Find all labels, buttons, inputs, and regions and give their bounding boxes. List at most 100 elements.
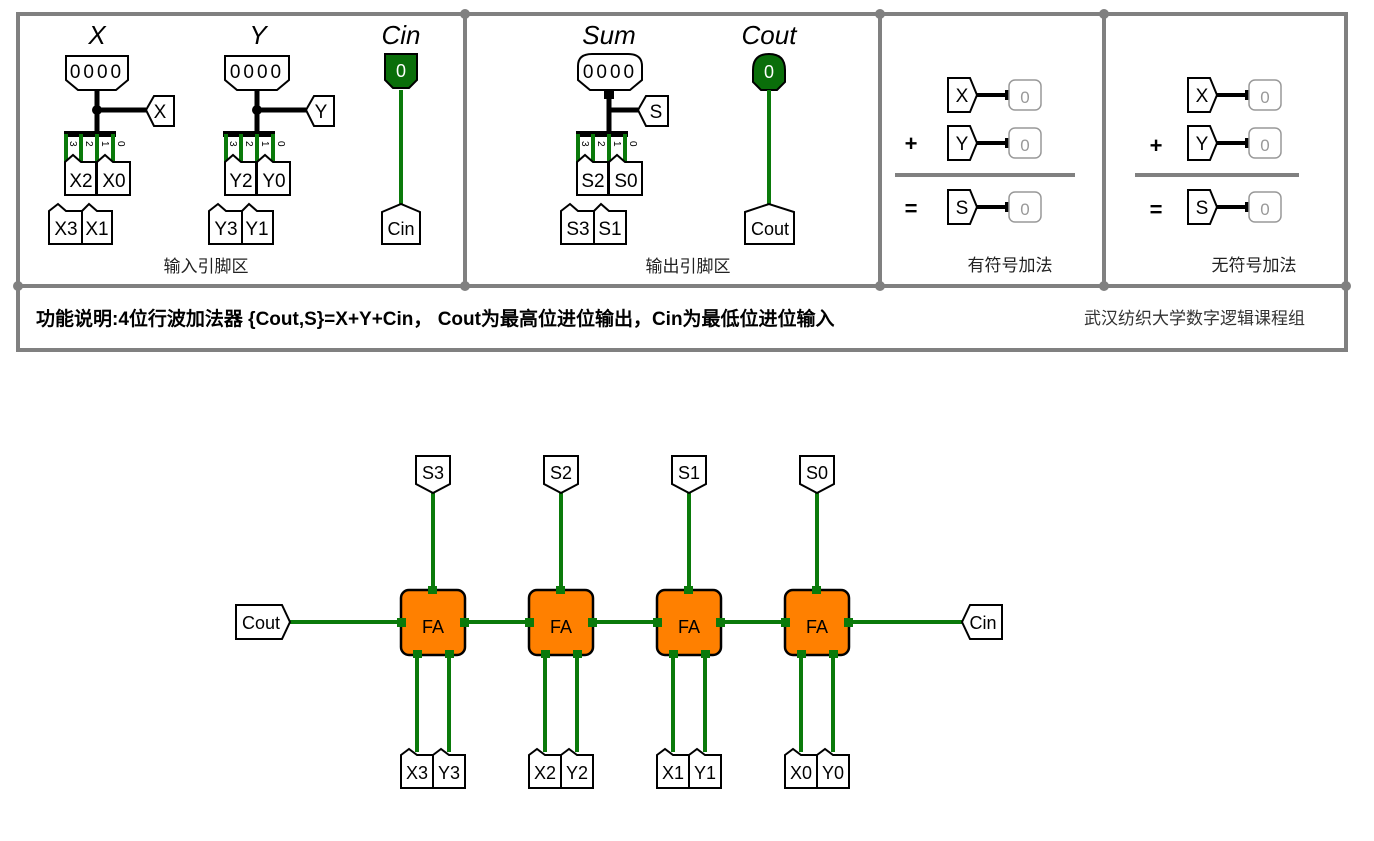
fa2-a-tunnel: X2 xyxy=(534,763,556,783)
signed-y-probe: 0 xyxy=(1020,136,1029,155)
svg-text:S: S xyxy=(956,198,969,219)
svg-text:3: 3 xyxy=(579,141,590,147)
svg-text:Y: Y xyxy=(1196,134,1209,155)
svg-text:S: S xyxy=(650,102,663,123)
unsigned-panel: X 0 + Y 0 = S 0 无符号加法 xyxy=(1135,77,1299,275)
fa2-b-tunnel: Y2 xyxy=(566,763,588,783)
full-adder-2: S2 FA X2 Y2 xyxy=(525,455,597,789)
y-splitter xyxy=(223,90,306,137)
unsigned-x-row: X 0 xyxy=(1187,77,1282,113)
s-bit-index: 3 2 1 0 xyxy=(579,141,638,147)
svg-text:X: X xyxy=(1196,86,1209,107)
fa3-a-tunnel: X3 xyxy=(406,763,428,783)
cin-pin-value: 0 xyxy=(396,61,406,81)
svg-text:X: X xyxy=(956,86,969,107)
input-panel: X Y Cin 0000 0000 X xyxy=(48,20,421,276)
svg-text:2: 2 xyxy=(243,141,254,147)
unsigned-s-row: S 0 xyxy=(1187,189,1282,225)
title-y: Y xyxy=(249,20,268,50)
unsigned-equals: = xyxy=(1150,197,1163,222)
x-splitter xyxy=(64,90,146,137)
cout-output-pin: 0 xyxy=(752,52,786,91)
full-adder-0: S0 FA X0 Y0 xyxy=(781,455,853,789)
fa1-sum-tunnel: S1 xyxy=(678,463,700,483)
signed-x-probe: 0 xyxy=(1020,88,1029,107)
signed-y-row: Y 0 xyxy=(947,125,1042,161)
tunnel-y1: Y1 xyxy=(245,219,268,240)
svg-text:0: 0 xyxy=(627,141,638,147)
y-input-pin[interactable]: 0000 xyxy=(224,55,290,91)
function-description: 功能说明:4位行波加法器 {Cout,S}=X+Y+Cin， Cout为最高位进… xyxy=(36,307,835,330)
svg-text:1: 1 xyxy=(611,141,622,147)
fa0-sum-tunnel: S0 xyxy=(806,463,828,483)
svg-text:3: 3 xyxy=(67,141,78,147)
title-sum: Sum xyxy=(582,20,635,50)
svg-text:2: 2 xyxy=(83,141,94,147)
s-bit-tunnels: S2 S0 S3 S1 xyxy=(560,153,643,245)
ripple-carry-adder: Cout Cin S3 FA X3 Y3 xyxy=(235,455,1003,789)
cout-pin-value: 0 xyxy=(764,62,774,82)
fa1-label: FA xyxy=(678,617,700,637)
fa3-sum-tunnel: S3 xyxy=(422,463,444,483)
s-tunnel: S xyxy=(636,95,669,127)
svg-text:Cin: Cin xyxy=(387,219,414,239)
cout-tunnel: Cout xyxy=(744,202,795,245)
signed-equals: = xyxy=(905,196,918,221)
fa1-a-tunnel: X1 xyxy=(662,763,684,783)
y-pin-value: 0000 xyxy=(230,62,284,83)
x-pin-value: 0000 xyxy=(70,62,124,83)
y-tunnel: Y xyxy=(304,95,335,127)
tunnel-y0: Y0 xyxy=(262,171,285,192)
full-adder-1: S1 FA X1 Y1 xyxy=(653,455,725,789)
tunnel-y3: Y3 xyxy=(214,219,237,240)
frame-joints xyxy=(13,9,1351,291)
fa2-sum-tunnel: S2 xyxy=(550,463,572,483)
svg-text:Y: Y xyxy=(956,134,969,155)
signed-plus: + xyxy=(905,131,918,156)
y-bit-index: 3 2 1 0 xyxy=(227,141,286,147)
tunnel-s3: S3 xyxy=(566,219,589,240)
sum-pin-value: 0000 xyxy=(583,62,637,83)
tunnel-x2: X2 xyxy=(69,171,92,192)
cin-input-pin[interactable]: 0 xyxy=(384,53,418,89)
unsigned-y-row: Y 0 xyxy=(1187,125,1282,161)
svg-text:2: 2 xyxy=(595,141,606,147)
svg-text:0: 0 xyxy=(115,141,126,147)
signed-panel: X 0 + Y 0 = S 0 有符号加法 xyxy=(895,77,1075,275)
signed-s-row: S 0 xyxy=(947,189,1042,225)
course-credit: 武汉纺织大学数字逻辑课程组 xyxy=(1084,309,1305,328)
y-tunnel-label: Y xyxy=(315,102,328,123)
signed-s-probe: 0 xyxy=(1020,200,1029,219)
tunnel-y2: Y2 xyxy=(229,171,252,192)
svg-text:Cout: Cout xyxy=(751,219,789,239)
fa3-b-tunnel: Y3 xyxy=(438,763,460,783)
title-cin: Cin xyxy=(381,20,420,50)
y-bit-tunnels: Y2 Y0 Y3 Y1 xyxy=(208,153,291,245)
input-caption: 输入引脚区 xyxy=(164,257,249,276)
circuit-cin-tunnel: Cin xyxy=(960,604,1003,640)
unsigned-s-probe: 0 xyxy=(1260,200,1269,219)
panel-frame xyxy=(16,12,1348,352)
fa2-label: FA xyxy=(550,617,572,637)
svg-text:1: 1 xyxy=(99,141,110,147)
full-adder-3: S3 FA X3 Y3 xyxy=(397,455,469,789)
fa0-a-tunnel: X0 xyxy=(790,763,812,783)
cin-tunnel: Cin xyxy=(381,202,421,245)
unsigned-x-probe: 0 xyxy=(1260,88,1269,107)
fa3-label: FA xyxy=(422,617,444,637)
output-panel: Sum Cout 0000 S 3 2 1 0 xyxy=(560,20,798,276)
svg-text:Cin: Cin xyxy=(969,613,996,633)
signed-x-row: X 0 xyxy=(947,77,1042,113)
x-input-pin[interactable]: 0000 xyxy=(65,55,129,91)
tunnel-x3: X3 xyxy=(54,219,77,240)
unsigned-caption: 无符号加法 xyxy=(1212,256,1297,275)
output-caption: 输出引脚区 xyxy=(646,257,731,276)
unsigned-y-probe: 0 xyxy=(1260,136,1269,155)
tunnel-s0: S0 xyxy=(614,171,637,192)
svg-text:1: 1 xyxy=(259,141,270,147)
fa0-label: FA xyxy=(806,617,828,637)
x-bit-tunnels: X2 X0 X3 X1 xyxy=(48,153,131,245)
unsigned-plus: + xyxy=(1150,133,1163,158)
svg-text:Cout: Cout xyxy=(242,613,280,633)
